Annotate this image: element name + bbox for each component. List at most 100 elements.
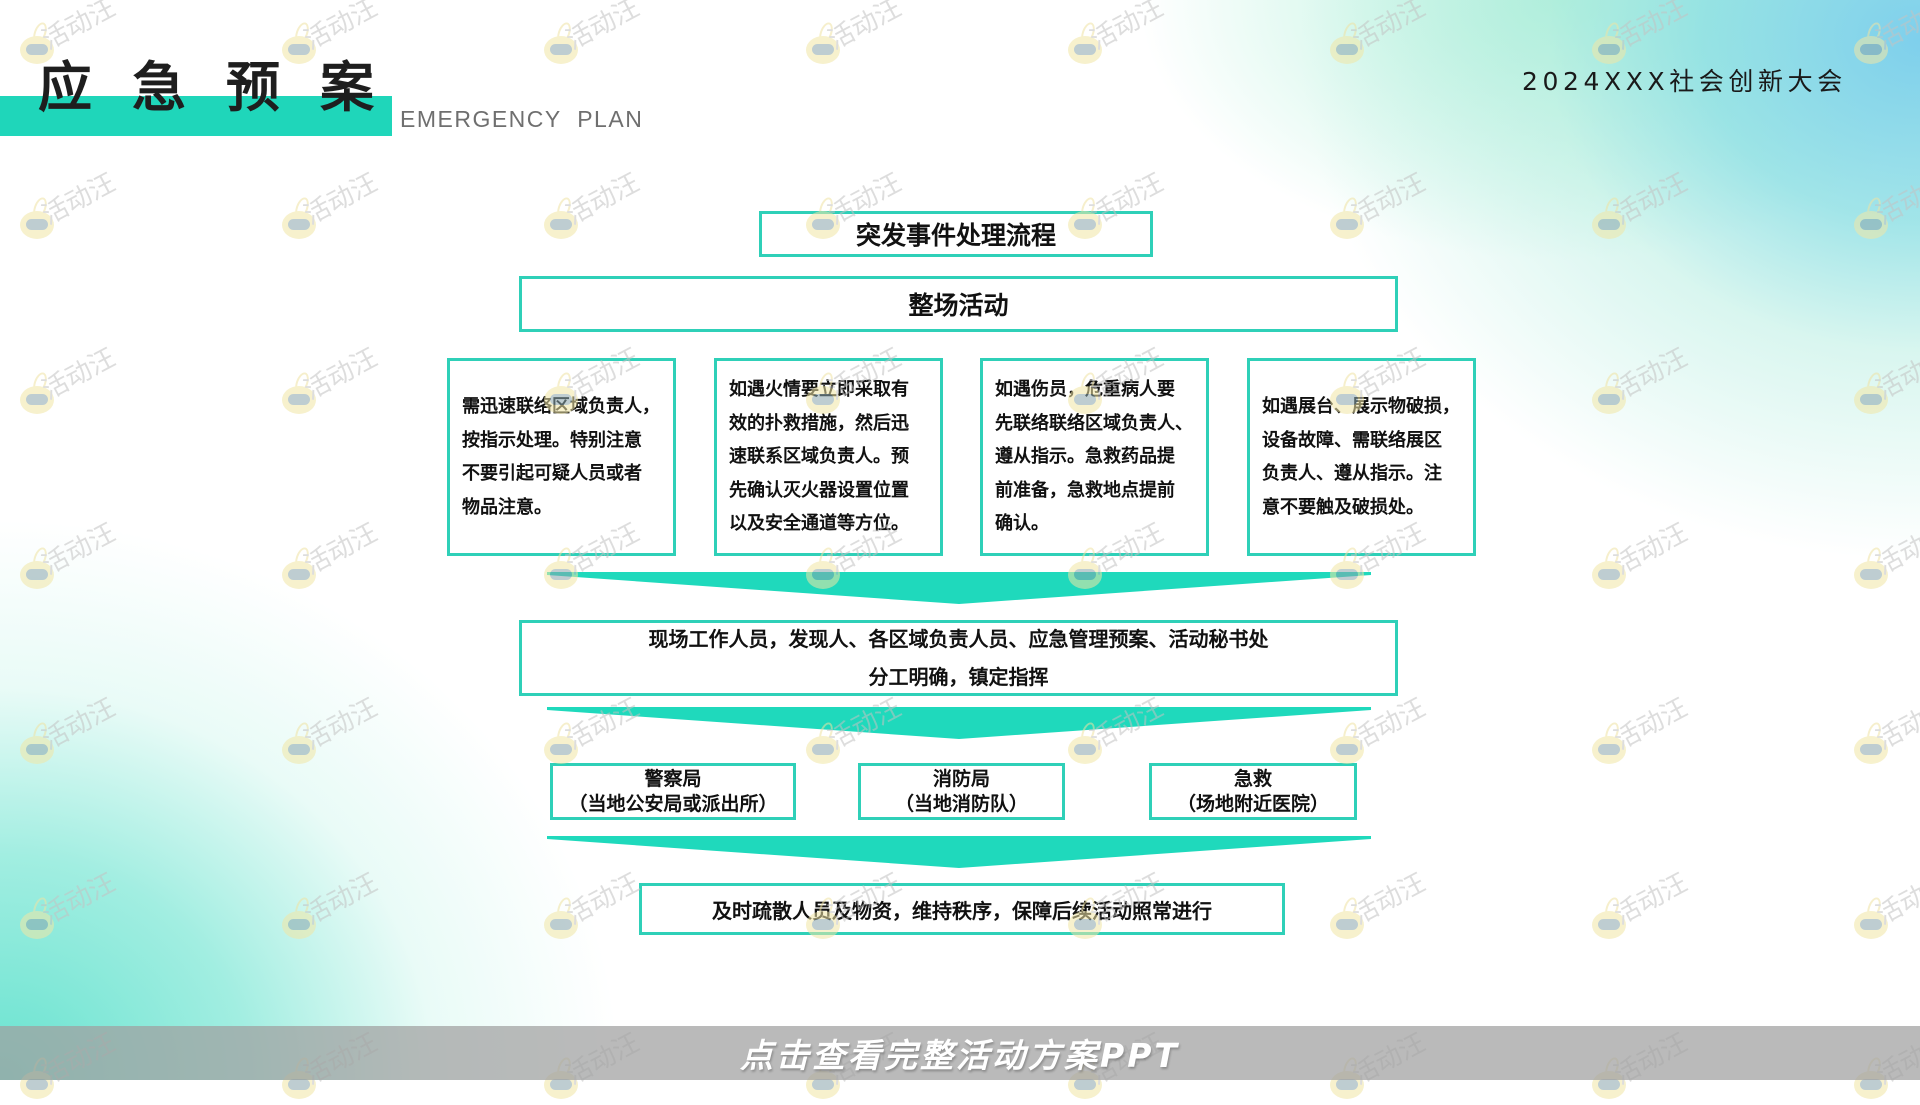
bunny-mascot-icon xyxy=(1330,736,1364,764)
watermark: 活动汪 xyxy=(1582,343,1702,420)
watermark-text: 活动汪 xyxy=(299,168,383,232)
watermark: 活动汪 xyxy=(272,343,392,420)
bunny-mascot-icon xyxy=(1330,911,1364,939)
watermark: 活动汪 xyxy=(1320,0,1440,70)
page-subtitle: EMERGENCY PLAN xyxy=(400,106,644,132)
bunny-ear-icon xyxy=(1602,545,1622,571)
bunny-ear-icon xyxy=(816,20,836,46)
case-line: 遵从指示。急救药品提 xyxy=(995,446,1175,468)
agency-name: 警察局 xyxy=(644,767,702,790)
bunny-ear-icon xyxy=(30,20,50,46)
bunny-ear-icon xyxy=(1602,720,1622,746)
watermark: 活动汪 xyxy=(272,168,392,245)
bunny-ear-icon xyxy=(292,720,312,746)
watermark: 活动汪 xyxy=(1844,868,1920,945)
watermark-text: 活动汪 xyxy=(299,868,383,932)
bunny-mascot-icon xyxy=(282,911,316,939)
bunny-mascot-icon xyxy=(1068,736,1102,764)
bunny-ear-icon xyxy=(1864,720,1884,746)
bunny-mascot-icon xyxy=(1592,36,1626,64)
bunny-ear-icon xyxy=(292,895,312,921)
bunny-mascot-icon xyxy=(20,561,54,589)
bunny-ear-icon xyxy=(1602,895,1622,921)
watermark-text: 活动汪 xyxy=(1871,518,1920,582)
bunny-ear-icon xyxy=(1864,895,1884,921)
bunny-mascot-icon xyxy=(1854,911,1888,939)
bunny-mascot-icon xyxy=(1592,561,1626,589)
watermark: 活动汪 xyxy=(272,868,392,945)
watermark: 活动汪 xyxy=(10,693,130,770)
case-text: 如遇伤员，危重病人要 先联络联络区域负责人、 遵从指示。急救药品提 前准备，急救… xyxy=(995,373,1193,541)
agency-name: 急救 xyxy=(1233,767,1272,790)
bunny-mascot-icon xyxy=(1330,36,1364,64)
case-line: 以及安全通道等方位。 xyxy=(729,513,909,535)
watermark: 活动汪 xyxy=(1844,0,1920,70)
bunny-ear-icon xyxy=(292,370,312,396)
watermark: 活动汪 xyxy=(534,168,654,245)
bunny-ear-icon xyxy=(30,370,50,396)
agency-detail: （当地消防队） xyxy=(894,792,1028,815)
watermark-text: 活动汪 xyxy=(37,0,121,57)
agency-ambulance-box: 急救 （场地附近医院） xyxy=(1149,763,1357,820)
watermark-text: 活动汪 xyxy=(1609,0,1693,57)
bunny-ear-icon xyxy=(554,895,574,921)
flowchart-title-text: 突发事件处理流程 xyxy=(855,221,1056,250)
watermark-text: 活动汪 xyxy=(1609,343,1693,407)
watermark-text: 活动汪 xyxy=(1347,168,1431,232)
scope-box: 整场活动 xyxy=(519,276,1398,332)
watermark: 活动汪 xyxy=(272,518,392,595)
bunny-ear-icon xyxy=(30,895,50,921)
watermark: 活动汪 xyxy=(1582,518,1702,595)
watermark-text: 活动汪 xyxy=(561,168,645,232)
down-arrow-icon xyxy=(547,836,1371,868)
bunny-mascot-icon xyxy=(1854,561,1888,589)
agency-fire-box: 消防局 （当地消防队） xyxy=(858,763,1065,820)
watermark: 活动汪 xyxy=(10,343,130,420)
watermark: 活动汪 xyxy=(10,168,130,245)
agency-name: 消防局 xyxy=(932,767,990,790)
case-line: 确认。 xyxy=(995,513,1049,535)
watermark-text: 活动汪 xyxy=(299,518,383,582)
case-line: 需迅速联络区域负责人， xyxy=(462,396,660,417)
agency-police-box: 警察局 （当地公安局或派出所） xyxy=(550,763,796,820)
case-line: 负责人、遵从指示。注 xyxy=(1262,463,1442,484)
watermark-text: 活动汪 xyxy=(561,0,645,57)
event-name: 2024XXX社会创新大会 xyxy=(1522,67,1847,96)
down-arrow-icon xyxy=(547,572,1371,604)
bunny-mascot-icon xyxy=(20,386,54,414)
case-line: 不要引起可疑人员或者 xyxy=(462,463,642,484)
case-line: 效的扑救措施，然后迅 xyxy=(729,412,909,434)
case-box-fire: 如遇火情要立即采取有 效的扑救措施，然后迅 速联系区域负责人。预 先确认灭火器设… xyxy=(714,358,943,556)
bunny-mascot-icon xyxy=(1854,36,1888,64)
bunny-mascot-icon xyxy=(282,561,316,589)
watermark-text: 活动汪 xyxy=(823,0,907,57)
bunny-mascot-icon xyxy=(1854,386,1888,414)
watermark: 活动汪 xyxy=(1320,868,1440,945)
watermark-text: 活动汪 xyxy=(1347,868,1431,932)
bunny-mascot-icon xyxy=(20,911,54,939)
bunny-ear-icon xyxy=(1864,545,1884,571)
bunny-mascot-icon xyxy=(1592,386,1626,414)
bunny-ear-icon xyxy=(1602,195,1622,221)
bunny-mascot-icon xyxy=(544,36,578,64)
view-full-plan-banner[interactable]: 点击查看完整活动方案PPT xyxy=(0,1026,1920,1080)
watermark-text: 活动汪 xyxy=(37,868,121,932)
bunny-mascot-icon xyxy=(282,211,316,239)
watermark-text: 活动汪 xyxy=(1871,693,1920,757)
watermark: 活动汪 xyxy=(1582,693,1702,770)
watermark-text: 活动汪 xyxy=(1609,518,1693,582)
bunny-ear-icon xyxy=(1602,370,1622,396)
staff-line-2: 分工明确，镇定指挥 xyxy=(868,665,1049,689)
bunny-ear-icon xyxy=(1340,20,1360,46)
bunny-mascot-icon xyxy=(1854,211,1888,239)
title-accent-bar xyxy=(0,96,392,136)
bunny-ear-icon xyxy=(1078,20,1098,46)
bunny-mascot-icon xyxy=(282,386,316,414)
result-text: 及时疏散人员及物资，维持秩序，保障后续活动照常进行 xyxy=(712,898,1212,923)
watermark-text: 活动汪 xyxy=(1609,868,1693,932)
watermark-text: 活动汪 xyxy=(299,693,383,757)
bunny-mascot-icon xyxy=(20,736,54,764)
watermark: 活动汪 xyxy=(1058,0,1178,70)
bunny-mascot-icon xyxy=(544,736,578,764)
bunny-ear-icon xyxy=(30,720,50,746)
